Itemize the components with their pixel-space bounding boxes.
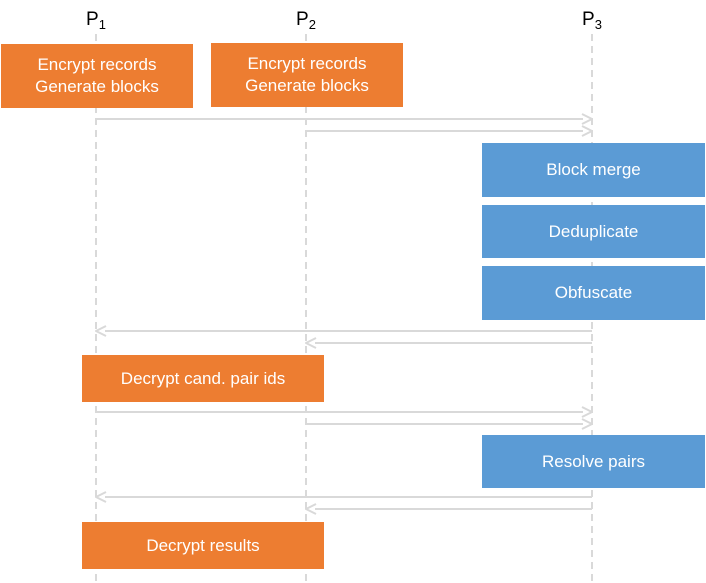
p2-encrypt-line1: Encrypt records — [247, 54, 367, 73]
message-arrow-p3-to-p1 — [95, 325, 592, 337]
participant-p2-label: P2 — [296, 9, 316, 32]
obfuscate-step: Obfuscate — [482, 266, 705, 320]
p1-encrypt-line1: Encrypt records — [37, 55, 157, 74]
resolve-pairs-step: Resolve pairs — [482, 435, 705, 488]
p1-encrypt-line2: Generate blocks — [35, 77, 159, 96]
deduplicate-step: Deduplicate — [482, 205, 705, 258]
message-arrow-p1-to-p3 — [96, 406, 593, 418]
p2-encrypt-step: Encrypt records Generate blocks — [211, 43, 403, 107]
decrypt-results-step: Decrypt results — [82, 522, 324, 569]
message-arrow-p3-to-p1 — [95, 491, 592, 503]
participant-p3-label: P3 — [582, 9, 602, 32]
p2-encrypt-line2: Generate blocks — [245, 76, 369, 95]
p1-encrypt-step: Encrypt records Generate blocks — [1, 44, 193, 108]
message-arrow-p2-to-p3 — [306, 125, 593, 137]
message-arrow-p1-to-p3 — [96, 113, 593, 125]
participant-p1-label: P1 — [86, 9, 106, 32]
message-arrow-p2-to-p3 — [306, 418, 593, 430]
message-arrow-p3-to-p2 — [305, 337, 592, 349]
block-merge-step: Block merge — [482, 143, 705, 197]
message-arrow-p3-to-p2 — [305, 503, 592, 515]
decrypt-pair-ids-step: Decrypt cand. pair ids — [82, 355, 324, 402]
